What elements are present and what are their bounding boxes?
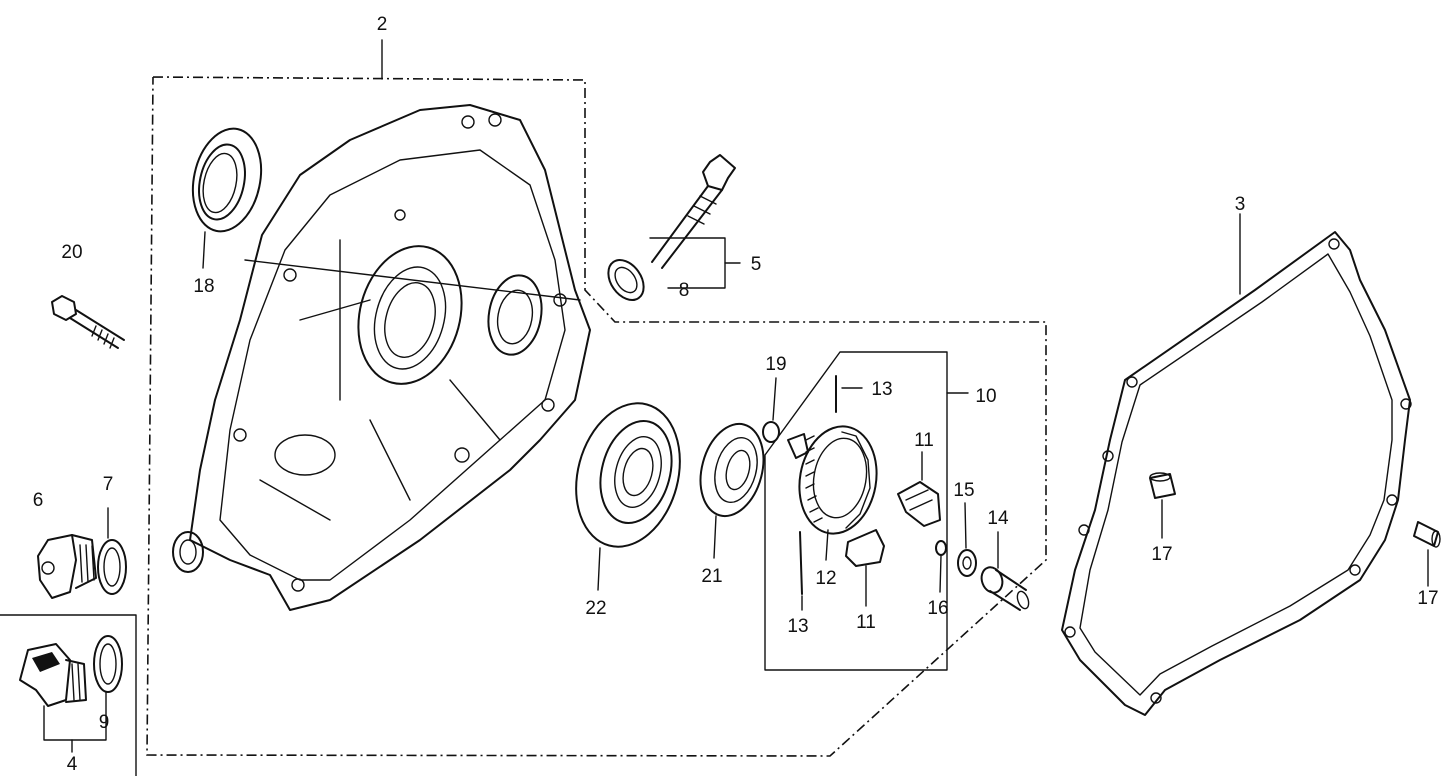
callout-3: 3 bbox=[1235, 194, 1246, 215]
bolt-14 bbox=[980, 531, 1030, 611]
callout-13-lower: 13 bbox=[787, 616, 808, 637]
callout-6: 6 bbox=[33, 490, 44, 511]
callout-14: 14 bbox=[987, 508, 1009, 529]
callout-17-right: 17 bbox=[1417, 588, 1438, 609]
callout-13-upper: 13 bbox=[871, 379, 892, 400]
dowel-pin-17-center bbox=[1149, 472, 1176, 539]
callout-10: 10 bbox=[975, 386, 996, 407]
callout-17-center: 17 bbox=[1151, 544, 1172, 565]
callout-4: 4 bbox=[67, 754, 78, 775]
drain-plug-assembly-4 bbox=[19, 635, 123, 753]
callout-9: 9 bbox=[99, 712, 110, 733]
callout-18: 18 bbox=[193, 276, 214, 297]
crankcase-cover-2 bbox=[172, 104, 591, 611]
callout-15: 15 bbox=[953, 480, 974, 501]
case-cover-gasket-3 bbox=[1061, 213, 1412, 716]
flange-bolt-20 bbox=[51, 295, 125, 349]
governor-holder-11-upper bbox=[897, 451, 941, 527]
governor-pin-13-upper bbox=[835, 375, 863, 413]
governor-washer-19 bbox=[762, 377, 780, 443]
drain-plug-6 bbox=[37, 534, 97, 599]
ball-bearing-22 bbox=[575, 402, 681, 591]
callout-5: 5 bbox=[751, 254, 762, 275]
callout-7: 7 bbox=[103, 474, 114, 495]
callout-11-upper: 11 bbox=[914, 430, 934, 451]
callout-2: 2 bbox=[377, 14, 388, 35]
governor-gear-12 bbox=[787, 425, 878, 561]
callout-16: 16 bbox=[927, 598, 948, 619]
governor-weight-11-lower bbox=[845, 529, 885, 607]
callout-19: 19 bbox=[765, 354, 786, 375]
ball-bearing-21 bbox=[699, 422, 765, 559]
callout-22: 22 bbox=[585, 598, 606, 619]
clip-16 bbox=[935, 540, 947, 593]
dowel-pin-17-right bbox=[1413, 521, 1441, 587]
callout-20: 20 bbox=[61, 242, 82, 263]
callout-11-lower: 11 bbox=[856, 612, 876, 633]
washer-15 bbox=[957, 502, 977, 577]
crankcase-cover-group-boundary bbox=[146, 39, 1047, 757]
sealing-washer-7 bbox=[97, 507, 127, 595]
drain-plug-group-boundary bbox=[0, 614, 137, 776]
governor-pin-13-lower bbox=[799, 531, 803, 611]
callout-8: 8 bbox=[679, 280, 690, 301]
oil-seal-18 bbox=[191, 127, 263, 269]
callout-21: 21 bbox=[701, 566, 722, 587]
callout-12: 12 bbox=[815, 568, 836, 589]
oil-level-gauge-5 bbox=[607, 154, 741, 301]
